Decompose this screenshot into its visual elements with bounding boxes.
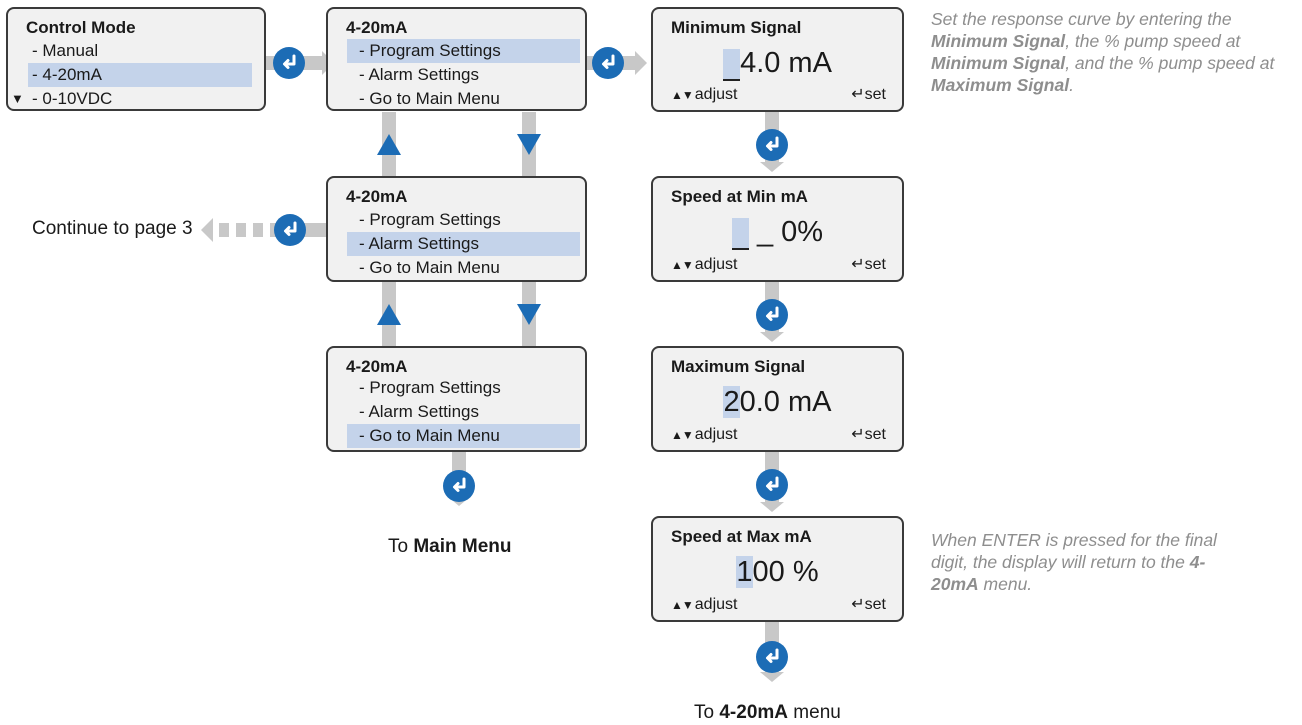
- speed-at-min-display: Speed at Min mA _ 0% ▲▼adjust ↵set: [651, 176, 904, 282]
- down-arrow-icon: [517, 304, 541, 325]
- value-text: 4.0 mA: [740, 47, 832, 79]
- minimum-signal-display: Minimum Signal 4.0 mA ▲▼adjust ↵set: [651, 7, 904, 112]
- adjust-hint: ▲▼adjust: [671, 426, 738, 443]
- menu-item-go-to-main-menu: - Go to Main Menu: [347, 424, 580, 448]
- down-arrow-icon: [517, 134, 541, 155]
- display-title: Minimum Signal: [671, 18, 802, 37]
- menu-item-alarm-settings: - Alarm Settings: [347, 232, 580, 256]
- up-down-icon: ▲▼: [671, 258, 694, 272]
- menu-item-program-settings: - Program Settings: [359, 210, 501, 229]
- menu-4-20ma-program-selected: 4-20mA - Program Settings - Alarm Settin…: [326, 7, 587, 111]
- display-title: 4-20mA: [346, 357, 408, 376]
- display-title: 4-20mA: [346, 18, 408, 37]
- display-value: 20.0 mA: [653, 384, 902, 420]
- enter-button-icon: [443, 470, 475, 502]
- up-down-icon: ▲▼: [671, 88, 694, 102]
- enter-icon: [766, 476, 779, 491]
- continue-caption: Continue to page 3: [32, 218, 193, 239]
- set-hint: ↵set: [851, 86, 886, 103]
- menu-item-go-to-main-menu: - Go to Main Menu: [359, 89, 500, 108]
- enter-button-icon: [756, 641, 788, 673]
- enter-button-icon: [756, 299, 788, 331]
- adjust-hint: ▲▼adjust: [671, 86, 738, 103]
- display-value: 100 %: [653, 554, 902, 590]
- menu-item-alarm-settings: - Alarm Settings: [359, 65, 479, 84]
- menu-4-20ma-main-selected: 4-20mA - Program Settings - Alarm Settin…: [326, 346, 587, 452]
- display-value: 4.0 mA: [653, 45, 902, 81]
- menu-item-4-20ma: - 4-20mA: [28, 63, 252, 87]
- enter-symbol-icon: ↵: [851, 86, 865, 103]
- adjust-hint: ▲▼adjust: [671, 596, 738, 613]
- speed-at-max-display: Speed at Max mA 100 % ▲▼adjust ↵set: [651, 516, 904, 622]
- edit-cursor: 2: [723, 386, 740, 418]
- display-value: _ 0%: [653, 214, 902, 250]
- to-4-20ma-menu-caption: To 4-20mA menu: [694, 702, 841, 723]
- to-main-menu-caption: To Main Menu: [388, 536, 512, 557]
- menu-item-0-10vdc: - 0-10VDC: [32, 89, 113, 108]
- adjust-hint: ▲▼adjust: [671, 256, 738, 273]
- enter-icon: [602, 54, 615, 69]
- enter-icon: [766, 306, 779, 321]
- enter-button-icon: [274, 214, 306, 246]
- set-hint: ↵set: [851, 426, 886, 443]
- enter-symbol-icon: ↵: [851, 256, 865, 273]
- up-arrow-icon: [377, 134, 401, 155]
- display-title: Maximum Signal: [671, 357, 806, 376]
- menu-item-go-to-main-menu: - Go to Main Menu: [359, 258, 500, 277]
- enter-button-icon: [592, 47, 624, 79]
- edit-cursor: [723, 49, 741, 81]
- menu-item-program-settings: - Program Settings: [347, 39, 580, 63]
- up-down-icon: ▲▼: [671, 428, 694, 442]
- value-text: 0.0 mA: [739, 386, 832, 418]
- scroll-down-icon: ▼: [11, 91, 24, 106]
- menu-item-alarm-settings: - Alarm Settings: [359, 402, 479, 421]
- value-text: _ 0%: [756, 216, 824, 248]
- menu-item-program-settings: - Program Settings: [359, 378, 501, 397]
- enter-icon: [766, 648, 779, 663]
- display-title: Speed at Max mA: [671, 527, 812, 546]
- enter-symbol-icon: ↵: [851, 596, 865, 613]
- enter-button-icon: [273, 47, 305, 79]
- edit-cursor: 1: [736, 556, 753, 588]
- enter-icon: [453, 477, 466, 492]
- value-text: 00 %: [752, 556, 819, 588]
- enter-button-icon: [756, 469, 788, 501]
- maximum-signal-display: Maximum Signal 20.0 mA ▲▼adjust ↵set: [651, 346, 904, 452]
- enter-symbol-icon: ↵: [851, 426, 865, 443]
- enter-icon: [766, 136, 779, 151]
- edit-cursor: [731, 218, 749, 250]
- enter-final-digit-note: When ENTER is pressed for the final digi…: [931, 530, 1217, 594]
- set-hint: ↵set: [851, 596, 886, 613]
- display-title: 4-20mA: [346, 187, 408, 206]
- up-arrow-icon: [377, 304, 401, 325]
- menu-4-20ma-alarm-selected: 4-20mA - Program Settings - Alarm Settin…: [326, 176, 587, 282]
- enter-button-icon: [756, 129, 788, 161]
- control-mode-display: Control Mode - Manual - 4-20mA - 0-10VDC…: [6, 7, 266, 111]
- display-title: Control Mode: [26, 18, 136, 37]
- set-hint: ↵set: [851, 256, 886, 273]
- up-down-icon: ▲▼: [671, 598, 694, 612]
- menu-item-manual: - Manual: [32, 41, 99, 60]
- enter-icon: [284, 221, 297, 236]
- enter-icon: [283, 54, 296, 69]
- response-curve-note: Set the response curve by entering the M…: [931, 9, 1275, 95]
- display-title: Speed at Min mA: [671, 187, 808, 206]
